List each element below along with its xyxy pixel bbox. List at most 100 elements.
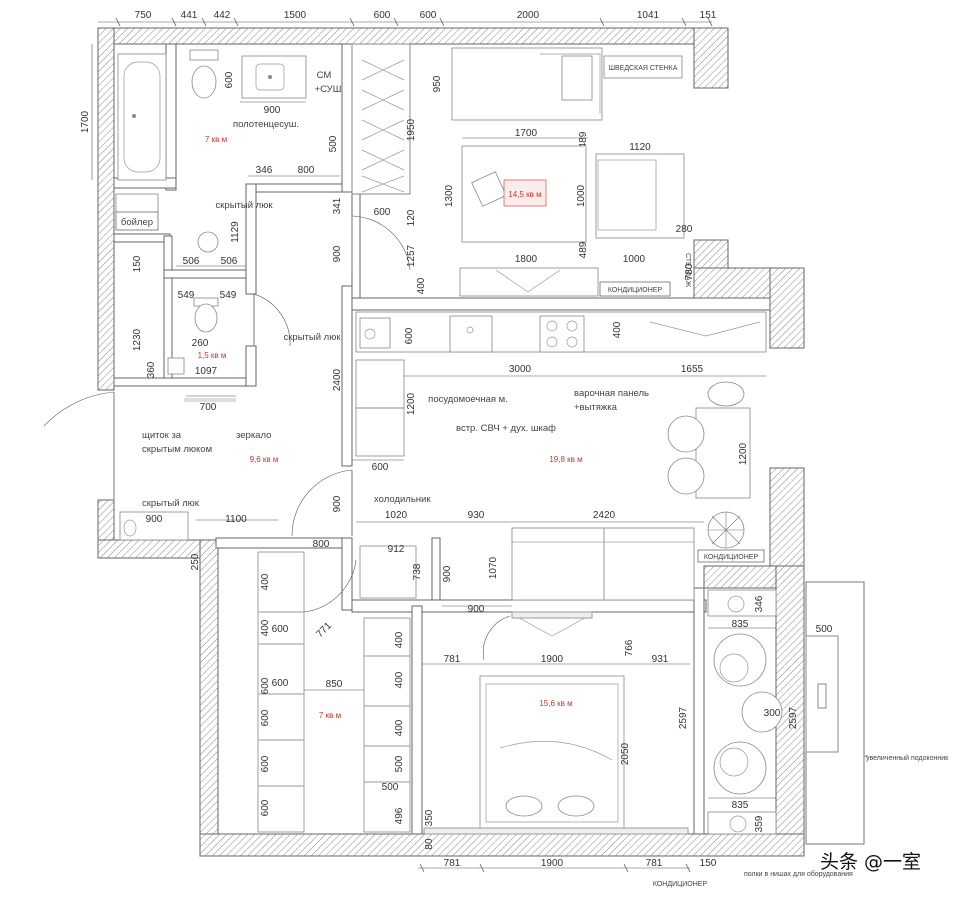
dim-b1-489b: 489 (578, 241, 589, 258)
dim-b1-1700: 1700 (515, 128, 538, 139)
dim-closet-120: 120 (406, 209, 417, 226)
label-hob: варочная панель (574, 388, 649, 399)
label-hood: +вытяжка (574, 402, 618, 413)
label-shelves: СТЕЛЛАЖ (684, 253, 691, 288)
coffee-table (741, 691, 783, 733)
label-fridge: холодильник (374, 494, 431, 505)
dim-bal-500: 500 (816, 624, 833, 635)
bed-2 (479, 675, 625, 829)
dim-wc-549a: 549 (178, 290, 195, 301)
dim-bal-2597: 2597 (788, 706, 799, 729)
dim-wc-1230: 1230 (132, 328, 143, 351)
dim-d-400a: 400 (260, 573, 271, 590)
label-hatch-1: скрытый люк (216, 200, 274, 211)
bathroom: 600 СМ +СУШ 900 полотенцесуш. 7 кв м 500… (117, 49, 342, 267)
dressing-wardrobe-right (363, 617, 411, 833)
dining-table (695, 407, 751, 499)
dim-d-400e: 400 (394, 719, 405, 736)
area-dressing: 7 кв м (319, 711, 341, 720)
label-ac-1: КОНДИЦИОНЕР (608, 287, 663, 294)
hallway: скрытый люк 700 щиток за скрытым люком з… (43, 197, 411, 570)
chair-2 (667, 415, 705, 453)
dim-hall-900: 900 (146, 514, 163, 525)
dim-d-600d: 600 (260, 799, 271, 816)
dim-hall-1100: 1100 (225, 514, 247, 525)
dim-b2-766: 766 (624, 639, 635, 656)
sink (449, 315, 493, 353)
dim-k-400: 400 (612, 321, 623, 338)
dim-d-400b: 400 (260, 619, 271, 636)
dim-bal-300: 300 (764, 708, 781, 719)
dim-top-0: 750 (135, 10, 152, 21)
area-bedroom1: 14,5 кв м (508, 190, 541, 199)
dim-bath-600: 600 (224, 71, 235, 88)
area-wc: 1,5 кв м (198, 351, 227, 360)
dim-bottom-1: 1900 (541, 858, 564, 869)
dim-top-7: 1041 (637, 10, 660, 21)
dim-top-6: 2000 (517, 10, 540, 21)
bathtub (117, 53, 167, 181)
toilet (191, 65, 217, 99)
label-hatch-3: скрытый люк (142, 498, 200, 509)
dim-hall-900b: 900 (332, 245, 343, 262)
dim-bottom-2: 781 (646, 858, 663, 869)
dim-hall-341: 341 (332, 197, 343, 214)
dim-top-1: 441 (181, 10, 198, 21)
dim-f-2420: 2420 (593, 510, 616, 521)
label-towel-dryer: полотенцесуш. (233, 119, 299, 130)
dim-d-400c: 400 (394, 631, 405, 648)
dim-k-600b: 600 (372, 462, 389, 473)
dressing-wardrobe-left (257, 551, 305, 833)
label-dryer: +СУШ (315, 84, 342, 95)
dim-bottom-3: 150 (700, 858, 717, 869)
dim-d-600a: 600 (260, 677, 271, 694)
armchair-2 (713, 741, 767, 795)
dim-b2-80: 80 (424, 838, 435, 850)
dim-f-1070: 1070 (488, 556, 499, 579)
hall-cabinet (119, 511, 189, 541)
fridge-box (359, 545, 417, 599)
dim-f-900b: 900 (468, 604, 485, 615)
sofa (511, 527, 695, 601)
toilet-tank (189, 49, 219, 61)
dim-d-600e: 600 (272, 624, 289, 635)
dim-b2-781a: 781 (444, 654, 461, 665)
dim-hall-700: 700 (200, 402, 217, 413)
dim-bath-506b: 506 (221, 256, 238, 267)
dim-bath-900: 900 (264, 105, 281, 116)
dim-closet-1257: 1257 (406, 244, 417, 267)
dim-d-850: 850 (326, 679, 343, 690)
dim-top-3: 1500 (284, 10, 307, 21)
dim-f-900: 900 (442, 565, 453, 582)
pillow-2a (505, 795, 543, 817)
dim-b2-1900a: 1900 (541, 654, 564, 665)
dim-f-912: 912 (388, 544, 405, 555)
label-washer: СМ (317, 70, 332, 81)
dim-b1-950: 950 (432, 75, 443, 92)
dim-b1-1120: 1120 (629, 142, 651, 153)
dim-bath-500: 500 (328, 135, 339, 152)
dim-f-738: 738 (412, 563, 423, 580)
wc: 150 549 549 1230 260 1,5 кв м 360 1097 (132, 255, 237, 378)
balcony: 346 835 500 300 2597 835 359 увеличенный… (707, 589, 949, 835)
label-oven: встр. СВЧ + дух. шкаф (456, 423, 556, 434)
dim-bath-800: 800 (298, 165, 315, 176)
dim-d-500a: 500 (394, 755, 405, 772)
dim-wc-549b: 549 (220, 290, 237, 301)
area-hall: 9,6 кв м (250, 455, 279, 464)
dim-k-1655: 1655 (681, 364, 704, 375)
pillow-1 (561, 55, 593, 101)
dim-b1-280: 280 (676, 224, 693, 235)
bedroom-1: 950 ШВЕДСКАЯ СТЕНКА 1700 489 1120 1300 1… (432, 47, 695, 297)
label-hatch-2: скрытый люк (284, 332, 342, 343)
dim-closet-400: 400 (416, 277, 427, 294)
top-dimensions: 750 441 442 1500 600 600 2000 1041 151 (98, 10, 717, 27)
dim-wc-360: 360 (146, 361, 157, 378)
dim-k-1200a: 1200 (406, 392, 417, 415)
kitchen: 600 400 3000 1655 1200 посудомоечная м. … (291, 311, 767, 563)
dim-d-600b: 600 (260, 709, 271, 726)
bedroom-2: 781 1900 766 931 15,6 кв м 2597 2050 350… (422, 611, 690, 850)
label-niches: полки в нишах для оборудования (744, 870, 853, 878)
dim-hall-800: 800 (313, 539, 330, 550)
dim-bottom-0: 781 (444, 858, 461, 869)
